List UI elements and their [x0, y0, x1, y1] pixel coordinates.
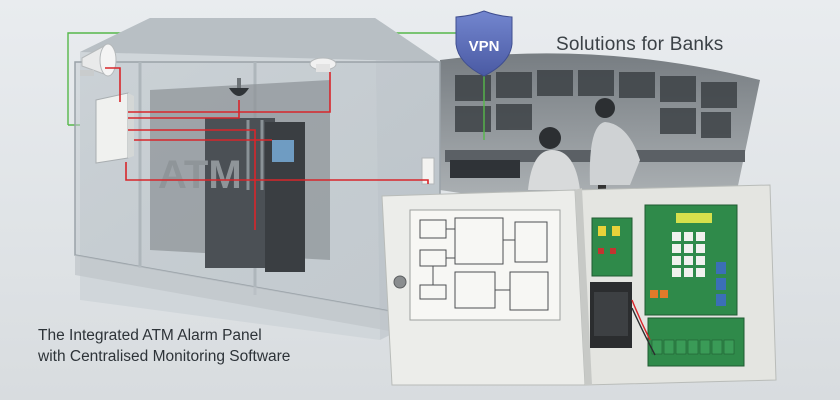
headline: Solutions for Banks — [556, 34, 724, 55]
caption-line-1: The Integrated ATM Alarm Panel — [38, 327, 262, 344]
caption: The Integrated ATM Alarm Panel with Cent… — [38, 325, 290, 367]
dome-camera-icon — [229, 78, 249, 96]
operator-figure — [539, 127, 561, 149]
operator-figure-standing — [595, 98, 615, 118]
monitoring-room-photo — [440, 53, 760, 206]
wiring-diagram — [409, 209, 561, 321]
atm-sign: ATM — [158, 153, 242, 197]
lock-icon — [393, 275, 407, 289]
siren-horn-icon — [80, 43, 117, 77]
smoke-detector-icon — [309, 57, 337, 72]
atm-booth: ATM — [74, 18, 441, 340]
alarm-panel-enclosure — [381, 184, 777, 386]
vpn-shield-icon: VPN — [455, 10, 513, 77]
alarm-wires — [105, 67, 429, 230]
alarm-control-box — [95, 92, 134, 164]
vpn-label: VPN — [469, 38, 500, 55]
caption-line-2: with Centralised Monitoring Software — [38, 348, 291, 365]
